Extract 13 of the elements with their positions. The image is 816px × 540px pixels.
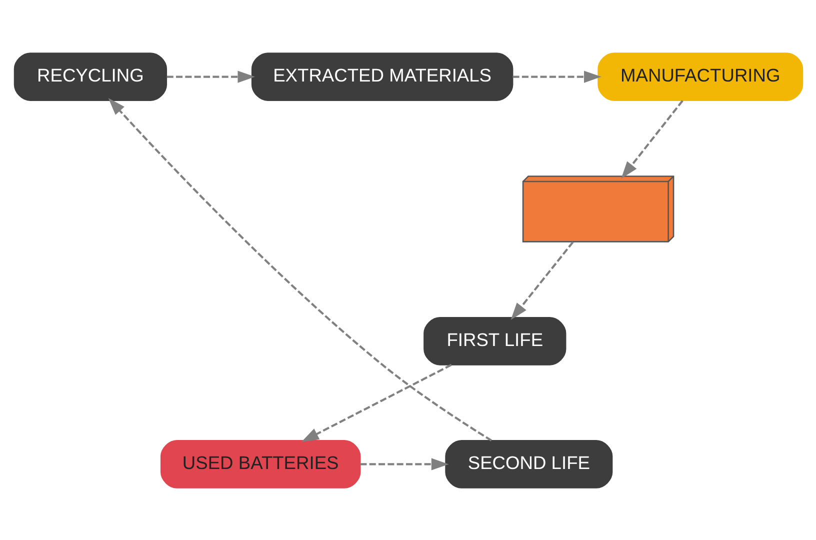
arrow	[620, 100, 683, 178]
node-box: RECYCLING	[13, 52, 167, 100]
arrow	[300, 363, 452, 442]
arrow	[510, 240, 574, 320]
arrow	[512, 70, 601, 82]
arrow	[360, 458, 448, 470]
node-box: FIRST LIFE	[423, 316, 566, 365]
node-box: MANUFACTURING	[597, 52, 803, 100]
node-box: USED BATTERIES	[160, 440, 360, 488]
arrow	[166, 70, 255, 82]
node-box: SECOND LIFE	[444, 440, 612, 488]
arrow	[108, 98, 492, 441]
node-box: EXTRACTED MATERIALS	[250, 52, 513, 100]
